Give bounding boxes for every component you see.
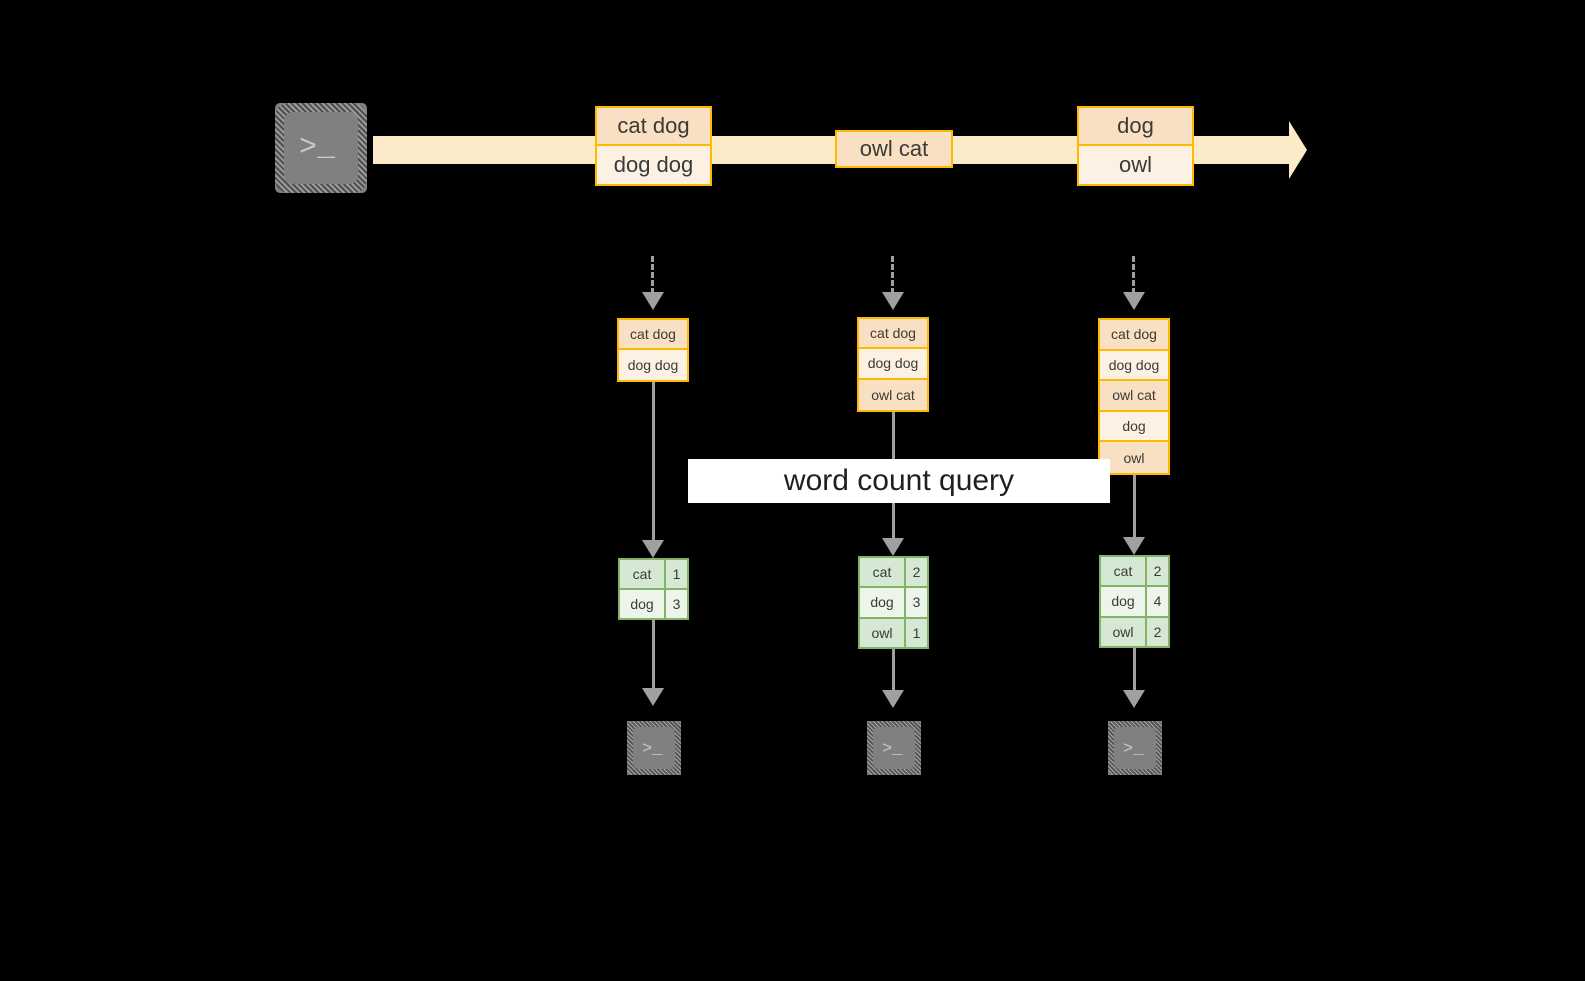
result-row: owl 2 bbox=[1101, 617, 1168, 646]
stream-cell: dog dog bbox=[597, 146, 710, 184]
snapshot-input-cell: dog dog bbox=[859, 349, 927, 380]
result-count: 4 bbox=[1147, 587, 1168, 616]
snapshot-2-sink-terminal-icon[interactable]: >_ bbox=[858, 712, 930, 784]
result-row: cat 2 bbox=[860, 558, 927, 589]
connector-1-sink bbox=[652, 620, 655, 692]
dashed-feed-1 bbox=[651, 256, 654, 294]
snapshot-2-result-table[interactable]: cat 2 dog 3 owl 1 bbox=[858, 556, 929, 649]
dashed-feed-2-arrowhead bbox=[882, 292, 904, 310]
result-count: 3 bbox=[666, 590, 687, 618]
terminal-face bbox=[873, 727, 915, 769]
snapshot-input-cell: dog dog bbox=[1100, 350, 1168, 382]
stream-arrowhead bbox=[1289, 121, 1307, 179]
result-count: 2 bbox=[1147, 557, 1168, 586]
dashed-feed-3 bbox=[1132, 256, 1135, 294]
result-word: dog bbox=[860, 588, 906, 617]
terminal-prompt-glyph: >_ bbox=[642, 740, 663, 759]
result-row: dog 3 bbox=[860, 588, 927, 619]
snapshot-3-result-table[interactable]: cat 2 dog 4 owl 2 bbox=[1099, 555, 1170, 648]
dashed-feed-3-arrowhead bbox=[1123, 292, 1145, 310]
result-word: cat bbox=[1101, 557, 1147, 586]
result-count: 2 bbox=[1147, 617, 1168, 646]
stream-group-2[interactable]: owl cat bbox=[835, 130, 953, 168]
stream-group-1[interactable]: cat dog dog dog bbox=[595, 106, 712, 186]
result-word: owl bbox=[860, 618, 906, 647]
snapshot-input-cell: cat dog bbox=[859, 319, 927, 350]
result-row: dog 3 bbox=[620, 590, 687, 618]
connector-1-query bbox=[652, 382, 655, 546]
connector-1-sink-arrowhead bbox=[642, 688, 664, 706]
snapshot-1-result-table[interactable]: cat 1 dog 3 bbox=[618, 558, 689, 620]
dashed-feed-1-arrowhead bbox=[642, 292, 664, 310]
connector-2-sink bbox=[892, 649, 895, 694]
snapshot-input-cell: owl cat bbox=[1100, 381, 1168, 412]
result-word: cat bbox=[620, 560, 666, 588]
terminal-prompt-glyph: >_ bbox=[882, 740, 903, 759]
stream-group-3[interactable]: dog owl bbox=[1077, 106, 1194, 186]
result-row: owl 1 bbox=[860, 618, 927, 647]
connector-3-query-arrowhead bbox=[1123, 537, 1145, 555]
snapshot-2-input-table[interactable]: cat dog dog dog owl cat bbox=[857, 317, 929, 412]
query-label-text: word count query bbox=[783, 464, 1015, 497]
result-count: 1 bbox=[666, 560, 687, 588]
result-word: dog bbox=[620, 590, 666, 618]
connector-3-sink bbox=[1133, 648, 1136, 694]
terminal-prompt-glyph: >_ bbox=[1123, 740, 1144, 759]
snapshot-1-sink-terminal-icon[interactable]: >_ bbox=[618, 712, 690, 784]
snapshot-input-cell: owl cat bbox=[859, 379, 927, 410]
stream-cell: dog bbox=[1079, 108, 1192, 146]
result-word: owl bbox=[1101, 617, 1147, 646]
query-label-band: word count query bbox=[688, 459, 1110, 503]
connector-2-query-arrowhead bbox=[882, 538, 904, 556]
snapshot-input-cell: cat dog bbox=[1100, 320, 1168, 351]
result-count: 2 bbox=[906, 558, 927, 587]
connector-3-query bbox=[1133, 475, 1136, 543]
connector-1-query-arrowhead bbox=[642, 540, 664, 558]
stream-cell: cat dog bbox=[597, 108, 710, 146]
terminal-face bbox=[284, 112, 358, 184]
result-row: dog 4 bbox=[1101, 587, 1168, 618]
result-row: cat 1 bbox=[620, 560, 687, 590]
snapshot-3-sink-terminal-icon[interactable]: >_ bbox=[1099, 712, 1171, 784]
result-word: cat bbox=[860, 558, 906, 587]
stream-cell: owl cat bbox=[837, 132, 951, 166]
stream-cell: owl bbox=[1079, 146, 1192, 184]
snapshot-3-input-table[interactable]: cat dog dog dog owl cat dog owl bbox=[1098, 318, 1170, 475]
terminal-prompt-glyph: >_ bbox=[299, 131, 336, 165]
connector-2-sink-arrowhead bbox=[882, 690, 904, 708]
source-terminal-icon[interactable]: >_ bbox=[266, 94, 376, 202]
snapshot-input-cell: dog dog bbox=[619, 350, 687, 380]
result-row: cat 2 bbox=[1101, 557, 1168, 588]
connector-3-sink-arrowhead bbox=[1123, 690, 1145, 708]
snapshot-input-cell: owl bbox=[1100, 442, 1168, 473]
result-count: 1 bbox=[906, 618, 927, 647]
terminal-face bbox=[1114, 727, 1156, 769]
result-word: dog bbox=[1101, 587, 1147, 616]
snapshot-input-cell: dog bbox=[1100, 411, 1168, 443]
dashed-feed-2 bbox=[891, 256, 894, 294]
terminal-face bbox=[633, 727, 675, 769]
result-count: 3 bbox=[906, 588, 927, 617]
snapshot-input-cell: cat dog bbox=[619, 320, 687, 350]
snapshot-1-input-table[interactable]: cat dog dog dog bbox=[617, 318, 689, 382]
